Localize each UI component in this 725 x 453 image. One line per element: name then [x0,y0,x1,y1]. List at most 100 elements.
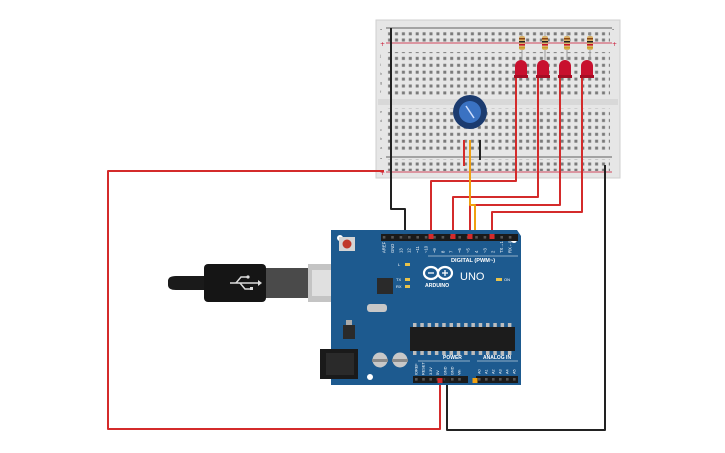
bottom-power-rail[interactable] [386,159,610,171]
digital-pin[interactable] [433,236,436,239]
wire-led-1[interactable] [430,78,517,232]
resistor-3[interactable] [564,32,570,60]
breadboard[interactable]: - + - + - + j i h g f e d c b a [375,19,621,179]
digital-pin[interactable] [500,236,503,239]
digital-pin[interactable] [391,236,394,239]
digital-pin[interactable] [508,236,512,239]
analog-pin[interactable] [485,378,488,381]
wire-led-3[interactable] [469,78,561,232]
digital-pin[interactable] [475,236,478,239]
wire-led-4[interactable] [491,78,583,232]
potentiometer-indicator [465,105,475,119]
row-letter: j [379,53,381,58]
power-pin-label: GND [443,366,447,375]
power-pin[interactable] [429,378,432,381]
chip-pins [413,323,512,355]
digital-pin-label: 12 [407,248,412,253]
power-pin-label: Vin [458,370,462,375]
led-1[interactable] [514,60,528,78]
analog-pin-label: A0 [478,369,482,374]
led-2[interactable] [536,60,550,78]
usb-interface-chip [377,278,393,294]
led-on-indicator [496,278,502,281]
row-letter: f [380,89,382,94]
reset-button[interactable] [342,239,352,249]
digital-pin-label: 7 [449,250,454,253]
digital-pin-label: 4 [474,250,479,253]
digital-pin[interactable] [408,236,411,239]
analog-header[interactable] [476,376,518,383]
led-4[interactable] [580,60,594,78]
digital-header[interactable] [381,234,518,241]
power-pin-label: 3.3V [429,367,433,375]
digital-pin-label: 2 [491,250,496,253]
center-channel [378,99,618,105]
resistor-4[interactable] [587,32,593,60]
analog-pin[interactable] [513,378,516,381]
rail-sign-top-negative: - [380,26,382,33]
digital-pin[interactable] [399,236,403,239]
power-pin[interactable] [422,378,425,381]
lower-terminal-strip[interactable] [386,108,610,153]
row-letter: b [380,136,383,141]
row-letter: e [380,109,383,114]
digital-pin[interactable] [416,236,419,239]
wire-terminals [402,234,495,383]
atmega-chip [410,327,515,351]
analog-pin-label: A4 [506,369,510,374]
usb-cable-end [168,276,212,290]
led-rx-indicator [405,285,410,288]
digital-pin[interactable] [424,236,428,239]
led-l-indicator [405,263,410,266]
arduino-brand-label: ARDUINO [425,283,449,289]
rail-sign-bottom-positive: + [380,170,385,177]
resistors[interactable] [519,32,593,60]
power-pin-label: RESET [422,362,426,375]
resistor-2[interactable] [542,32,548,60]
row-letter: g [380,80,382,85]
digital-pin[interactable] [483,236,487,239]
rail-sign-top-negative-right: - [612,26,614,33]
row-letter: c [380,127,382,132]
wire-gnd-black[interactable] [446,165,606,431]
upper-terminal-strip[interactable] [386,52,610,97]
led-l-label: L [398,262,401,267]
voltage-regulator [343,325,355,339]
power-pin-label: GND [451,366,455,375]
row-letter: i [380,62,381,67]
top-power-rail[interactable] [386,30,610,42]
resistor-1[interactable] [519,32,525,60]
wire-5v-red[interactable] [107,170,441,430]
mount-hole [367,374,373,380]
power-pin[interactable] [415,378,418,381]
digital-pin[interactable] [382,236,386,239]
wire-led-2[interactable] [452,78,539,232]
analog-pin[interactable] [506,378,509,381]
arduino-logo-icon [422,265,454,281]
digital-pin-label: ~9 [432,248,437,253]
led-on-label: ON [504,277,510,282]
digital-pin-label: ~11 [415,246,420,253]
analog-pin[interactable] [478,378,481,381]
digital-pin[interactable] [458,236,461,239]
led-3[interactable] [558,60,572,78]
arduino-model-label: UNO [460,271,485,283]
leds[interactable] [514,60,594,78]
digital-pin-label: ~6 [457,248,462,253]
crystal-oscillator [367,304,387,312]
analog-pin[interactable] [492,378,495,381]
power-pin[interactable] [451,378,454,381]
digital-pin-label: ~3 [482,248,487,253]
analog-pin[interactable] [499,378,502,381]
digital-pin[interactable] [441,236,445,239]
potentiometer[interactable] [453,95,487,129]
power-pin[interactable] [458,378,461,381]
rail-sign-top-positive: + [380,41,385,48]
digital-pin-label: GND [390,244,395,253]
wire-gnd-top-black[interactable] [390,28,406,232]
analog-pin-label: A1 [485,369,489,374]
